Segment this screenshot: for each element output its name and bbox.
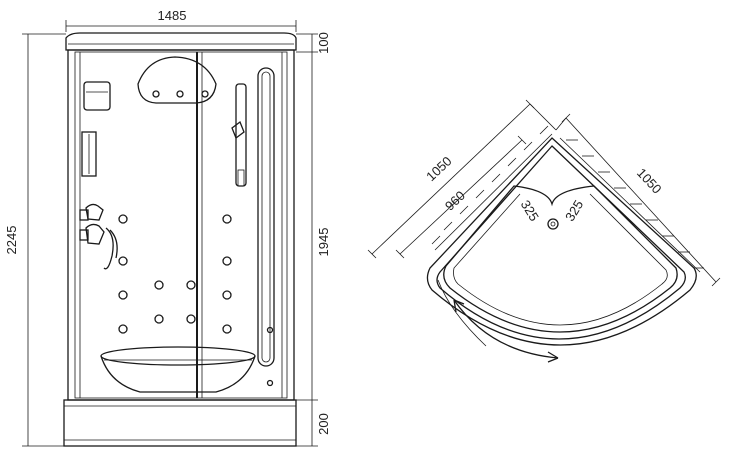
jet xyxy=(118,324,128,334)
top-section-label: 100 xyxy=(316,32,331,54)
drain-icon xyxy=(547,218,559,230)
base-height-label: 200 xyxy=(316,413,331,435)
total-height-dimension: 2245 xyxy=(4,33,66,447)
jet xyxy=(118,214,128,224)
wall-hatch-left xyxy=(431,125,553,251)
massage-jets xyxy=(118,214,232,334)
corner-right-label: 325 xyxy=(562,197,586,223)
jet xyxy=(222,290,232,300)
tray-outline xyxy=(426,137,697,347)
jet xyxy=(154,280,164,290)
jet xyxy=(222,214,232,224)
total-height-label: 2245 xyxy=(4,226,19,255)
jet xyxy=(222,256,232,266)
seat xyxy=(100,346,256,393)
mixer-faucets xyxy=(79,203,118,270)
headrest xyxy=(137,56,217,104)
jet xyxy=(222,324,232,334)
cabin-height-label: 1945 xyxy=(316,228,331,257)
jet xyxy=(186,280,196,290)
plan-view: 1050 960 1050 xyxy=(367,99,721,363)
door-divider xyxy=(196,52,203,398)
width-label: 1485 xyxy=(158,8,187,23)
jet xyxy=(186,314,196,324)
inner-basin xyxy=(443,185,678,333)
shower-rail xyxy=(231,83,247,187)
corner-left-label: 325 xyxy=(518,197,542,223)
cabin-roof xyxy=(65,32,297,51)
jet xyxy=(118,256,128,266)
base-tray xyxy=(63,399,297,447)
plan-dimension-right: 1050 xyxy=(555,113,721,287)
front-view: 1485 2245 100 1945 200 xyxy=(4,8,331,447)
side-right-label: 1050 xyxy=(634,165,665,196)
curved-arrow-icon xyxy=(453,299,559,363)
jet xyxy=(154,314,164,324)
side-left-label: 1050 xyxy=(423,153,454,184)
jet xyxy=(118,290,128,300)
right-dimension-chain: 100 1945 200 xyxy=(296,32,331,447)
width-dimension: 1485 xyxy=(65,8,297,32)
control-panel xyxy=(81,81,111,177)
grab-handle xyxy=(257,67,275,387)
wall-hatch-right xyxy=(559,137,704,273)
